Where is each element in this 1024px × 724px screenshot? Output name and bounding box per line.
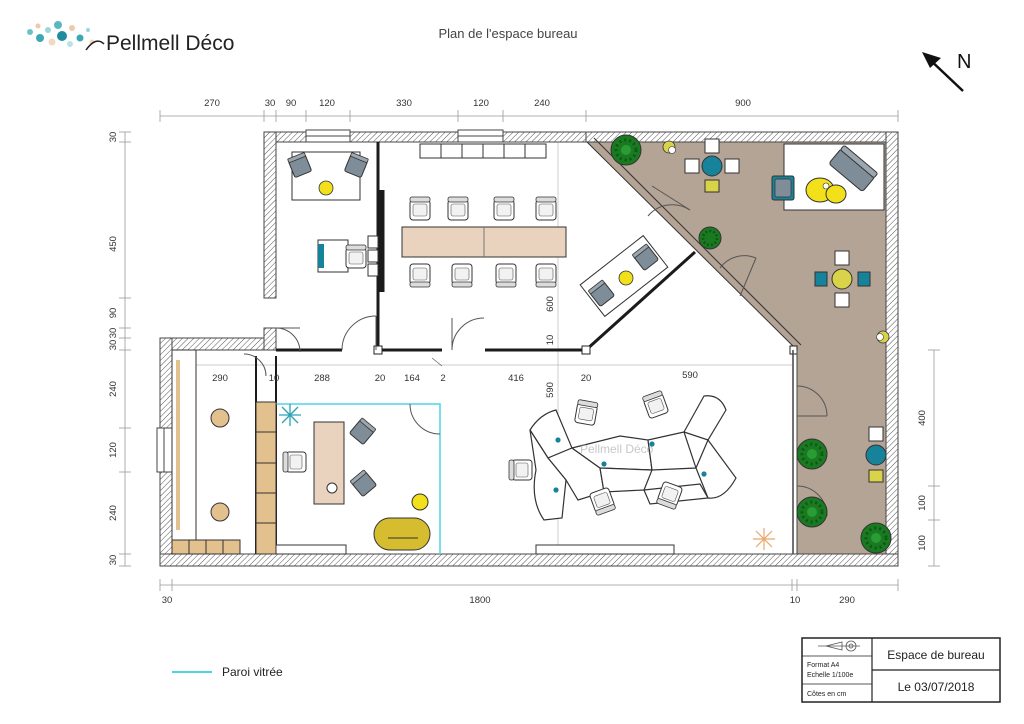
logo-dots-icon <box>27 21 105 51</box>
dim-top-7: 240 <box>534 98 550 109</box>
dimension-labels-right: 400 100 100 <box>917 410 928 551</box>
plant-icon <box>609 133 643 167</box>
windows <box>156 129 504 473</box>
sofa-icon <box>829 145 878 192</box>
dim-top-2: 30 <box>265 98 276 109</box>
dim-left-9: 30 <box>108 555 119 566</box>
legend: Paroi vitrée <box>172 665 283 679</box>
legend-label: Paroi vitrée <box>222 665 283 679</box>
dim-vert-1: 600 <box>545 296 556 312</box>
dim-right-2: 100 <box>917 495 928 511</box>
dim-top-6: 120 <box>473 98 489 109</box>
projection-symbol-icon <box>818 640 860 652</box>
dim-row-6: 2 <box>440 373 445 384</box>
title-block-scale: Echelle 1/100e <box>807 672 853 679</box>
dim-row-7: 416 <box>508 373 524 384</box>
dim-left-4: 30 <box>108 328 119 339</box>
dim-left-5: 30 <box>108 340 119 351</box>
dim-bottom-2: 1800 <box>469 595 490 606</box>
title-block-units: Côtes en cm <box>807 691 846 698</box>
dim-left-6: 240 <box>108 381 119 397</box>
dim-left-2: 450 <box>108 236 119 252</box>
north-arrow-icon: N <box>922 51 971 92</box>
diagonal-wall <box>586 137 802 351</box>
dim-right-1: 400 <box>917 410 928 426</box>
dim-row-9: 590 <box>682 370 698 381</box>
north-label: N <box>957 51 971 73</box>
dim-right-3: 100 <box>917 535 928 551</box>
title-block-name: Espace de bureau <box>887 648 984 662</box>
title-block-format: Format A4 <box>807 662 839 669</box>
dimension-labels-left: 30 450 90 30 30 240 120 240 30 <box>108 132 119 566</box>
reception <box>171 349 277 555</box>
brand-name: Pellmell Déco <box>106 32 234 55</box>
dim-vert-3: 590 <box>545 382 556 398</box>
dim-left-1: 30 <box>108 132 119 143</box>
office-top-left <box>287 151 379 277</box>
glass-partition <box>276 403 441 554</box>
dim-bottom-4: 290 <box>839 595 855 606</box>
dimension-labels-bottom: 30 1800 10 290 <box>162 595 855 606</box>
dim-top-4: 120 <box>319 98 335 109</box>
walls <box>159 131 899 567</box>
dim-left-3: 90 <box>108 308 119 319</box>
title-block-date: Le 03/07/2018 <box>898 680 975 694</box>
dim-row-4: 20 <box>375 373 386 384</box>
dim-bottom-1: 30 <box>162 595 173 606</box>
brand-logo: Pellmell Déco <box>27 21 234 55</box>
dim-vert-2: 10 <box>545 335 556 346</box>
column <box>373 345 383 355</box>
plan-title: Plan de l'espace bureau <box>438 26 577 41</box>
dim-row-2: 10 <box>269 373 280 384</box>
dim-row-8: 20 <box>581 373 592 384</box>
dim-left-7: 120 <box>108 442 119 458</box>
watermark: Pellmell Déco <box>580 442 654 456</box>
dim-top-1: 270 <box>204 98 220 109</box>
angled-office <box>579 234 669 318</box>
meeting-room <box>401 143 567 288</box>
open-space: Pellmell Déco <box>508 389 775 555</box>
sun-lamp-icon <box>753 528 775 550</box>
dim-left-8: 240 <box>108 505 119 521</box>
interior-dimension-labels: 290 10 288 20 164 2 416 20 590 600 10 59… <box>212 296 698 398</box>
dim-bottom-3: 10 <box>790 595 801 606</box>
dim-top-5: 330 <box>396 98 412 109</box>
dim-row-5: 164 <box>404 373 420 384</box>
dim-row-1: 290 <box>212 373 228 384</box>
column-2 <box>581 345 591 355</box>
dim-row-3: 288 <box>314 373 330 384</box>
dim-top-3: 90 <box>286 98 297 109</box>
lounge <box>609 133 893 555</box>
dimension-lines <box>119 110 940 591</box>
dimension-labels-top: 270 30 90 120 330 120 240 900 <box>204 98 751 109</box>
title-block: Format A4 Echelle 1/100e Côtes en cm Esp… <box>801 637 1001 703</box>
dim-top-8: 900 <box>735 98 751 109</box>
glass-office <box>275 404 431 555</box>
plant-icon-small <box>279 404 301 426</box>
